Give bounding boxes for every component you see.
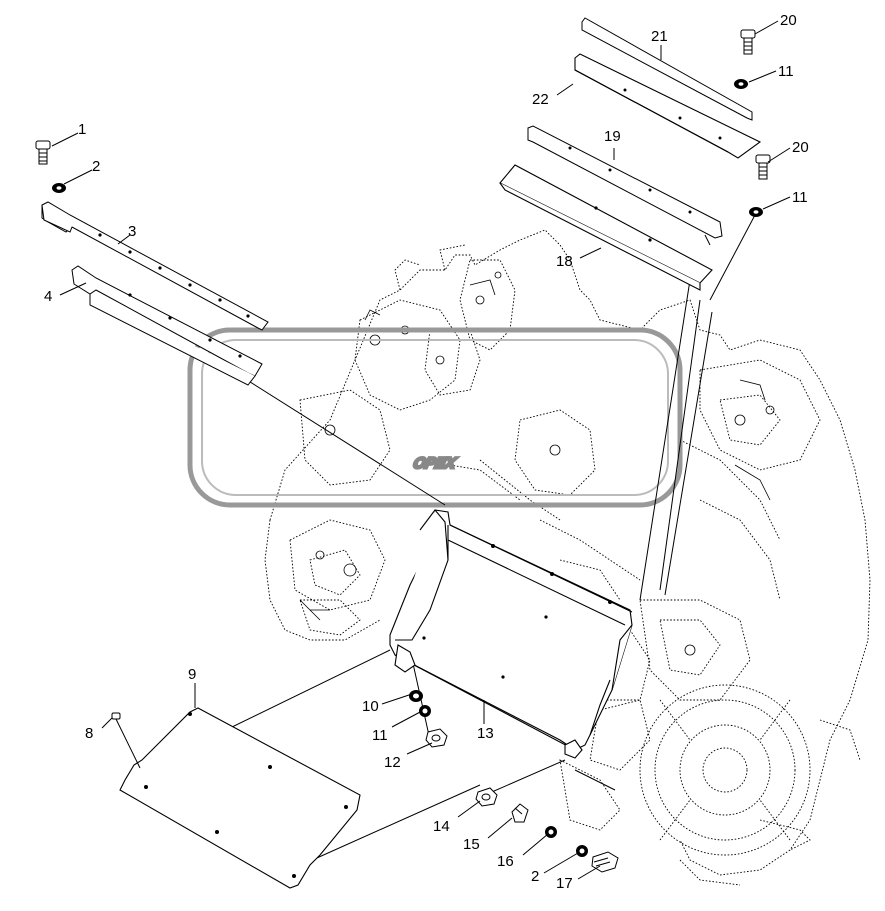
part-18-panel — [499, 164, 713, 291]
callout-label-11-mid: 11 — [792, 189, 808, 206]
part-19-strip — [527, 125, 723, 239]
engine-block — [264, 229, 871, 886]
callout-label-20: 20 — [780, 12, 797, 29]
part-9-plate — [119, 707, 361, 889]
callout-label-13: 13 — [477, 725, 494, 742]
washer-10 — [409, 690, 423, 702]
washer-11-mid — [749, 207, 763, 217]
part-13-shroud — [389, 509, 633, 759]
bolt-1 — [35, 140, 51, 165]
callout-label-20-mid: 20 — [792, 139, 809, 156]
callout-label-17: 17 — [556, 875, 573, 892]
washer-11-top — [734, 79, 748, 89]
callout-label-9: 9 — [188, 666, 196, 683]
washer-16 — [545, 826, 557, 838]
callout-label-11: 11 — [372, 727, 388, 744]
callout-label-2: 2 — [92, 158, 100, 175]
callout-label-12: 12 — [384, 754, 401, 771]
callout-label-8: 8 — [85, 725, 93, 742]
part-3-strip — [41, 201, 269, 331]
callout-labels: 1 2 3 4 8 9 10 11 12 13 14 15 16 2 17 18… — [44, 12, 809, 892]
callout-label-1: 1 — [78, 121, 86, 138]
clip-15 — [511, 803, 529, 823]
engine-details — [299, 271, 775, 680]
callout-label-21: 21 — [651, 28, 668, 45]
callout-label-18: 18 — [556, 253, 573, 270]
callout-leaders — [51, 20, 791, 880]
nut-12 — [425, 728, 448, 748]
callout-label-11-top: 11 — [778, 63, 794, 80]
callout-label-15: 15 — [463, 836, 480, 853]
bolt-20-mid — [755, 154, 771, 180]
callout-label-4: 4 — [44, 288, 52, 305]
callout-label-3: 3 — [128, 223, 136, 240]
callout-label-22: 22 — [532, 91, 549, 108]
part-4-strip — [71, 265, 263, 386]
washer-11-lower — [419, 705, 431, 717]
watermark-text: OPEX — [412, 455, 459, 472]
callout-label-19: 19 — [604, 128, 621, 145]
screw-8 — [111, 712, 141, 769]
part-21-strip — [581, 17, 753, 121]
washer-2-top — [52, 183, 66, 193]
part-22-panel — [574, 53, 762, 159]
opex-watermark: OPEX — [187, 327, 683, 508]
bolt-20-top — [740, 29, 756, 55]
callout-label-2-lower: 2 — [531, 868, 539, 885]
callout-label-16: 16 — [497, 853, 514, 870]
callout-label-10: 10 — [362, 698, 379, 715]
nut-14 — [475, 787, 498, 807]
callout-label-14: 14 — [433, 818, 450, 835]
washer-2-lower — [576, 845, 588, 857]
